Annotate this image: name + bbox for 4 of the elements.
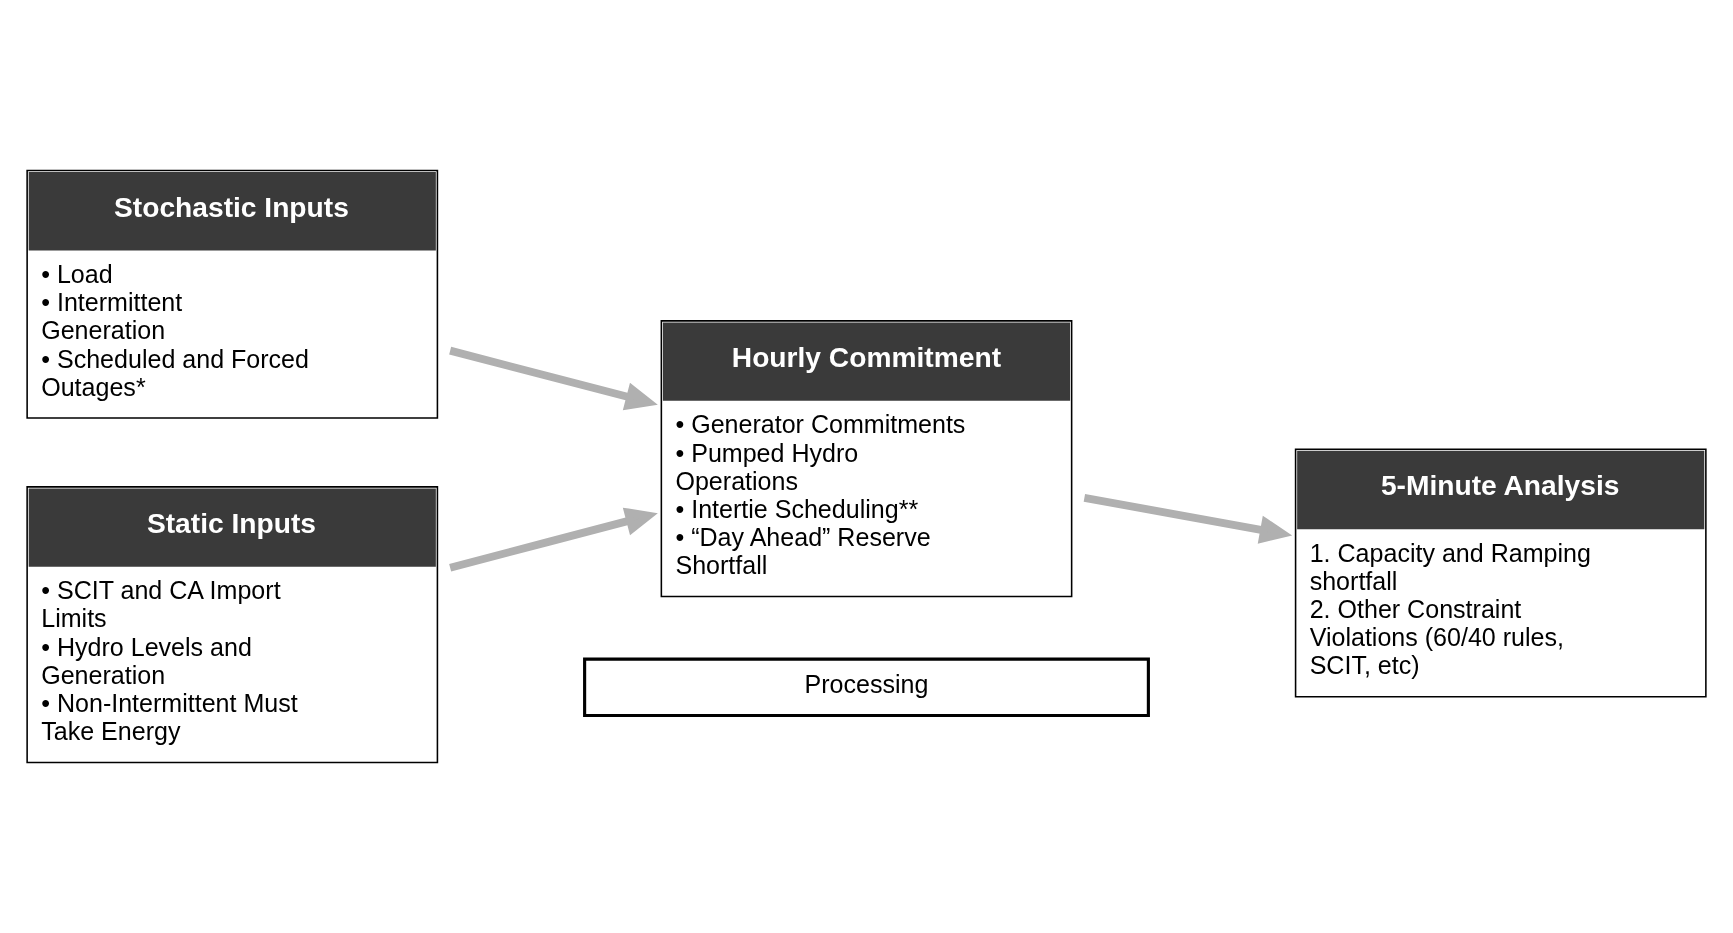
arrow: [449, 507, 658, 572]
arrow: [449, 346, 658, 411]
node-box: Processing: [583, 657, 1150, 718]
arrow: [1083, 494, 1293, 544]
